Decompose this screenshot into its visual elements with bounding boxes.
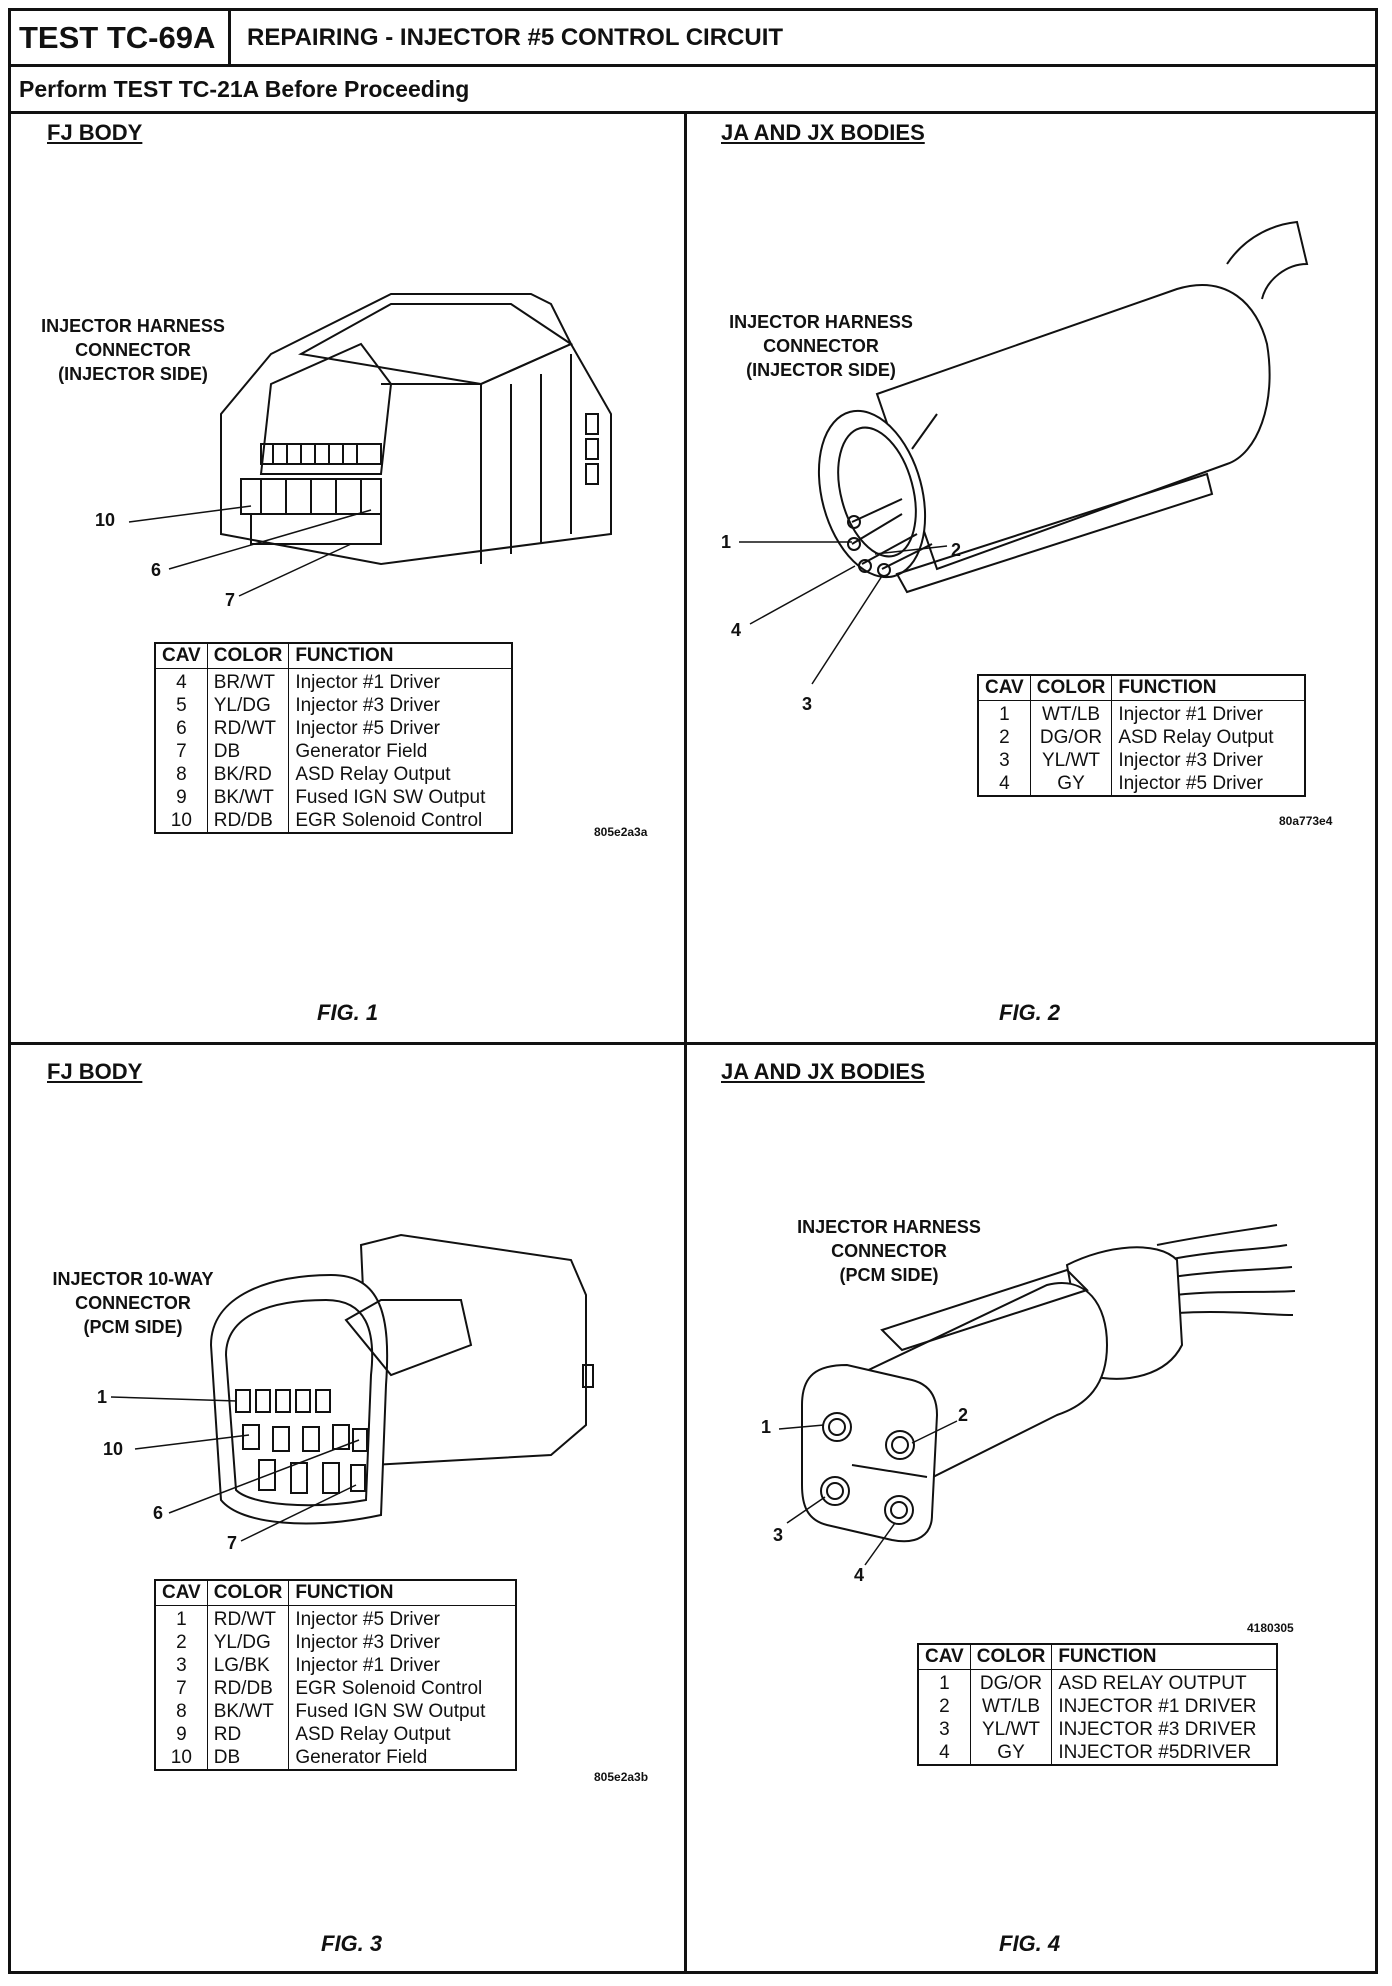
pin-label: 2: [958, 1405, 969, 1425]
connector-callout: INJECTOR HARNESS CONNECTOR (INJECTOR SID…: [729, 312, 913, 380]
pin-label: 10: [95, 510, 116, 530]
figure-code: 805e2a3b: [594, 1770, 649, 1784]
figure-code: 80a773e4: [1279, 814, 1333, 828]
panel-fig3: FJ BODY INJECTOR 10-WAY CONNECTOR (PCM S…: [11, 1045, 684, 1974]
pin-label: 7: [225, 590, 236, 610]
pin-label: 1: [721, 532, 732, 552]
connector-drawing: [778, 1224, 1296, 1566]
connector-drawing: [739, 220, 1309, 685]
pin-label: 3: [802, 694, 813, 714]
connector-drawing: [128, 293, 612, 597]
figure-code: 4180305: [1247, 1621, 1294, 1635]
figure-label: FIG. 3: [321, 1931, 383, 1956]
figure-label: FIG. 1: [317, 1000, 379, 1025]
pin-label: 1: [761, 1417, 772, 1437]
pin-label: 4: [731, 620, 742, 640]
test-title: REPAIRING - INJECTOR #5 CONTROL CIRCUIT: [247, 24, 784, 51]
pin-label: 6: [151, 560, 162, 580]
document-frame: TEST TC-69A REPAIRING - INJECTOR #5 CONT…: [8, 8, 1378, 1974]
pin-label: 7: [227, 1533, 238, 1553]
panel-fig1: FJ BODY INJECTOR HARNESS CONNECTOR (INJE…: [11, 114, 684, 1042]
figure-label: FIG. 2: [999, 1000, 1061, 1025]
connector-callout: INJECTOR HARNESS CONNECTOR (PCM SIDE): [797, 1217, 981, 1285]
prerequisite-note: Perform TEST TC-21A Before Proceeding: [11, 67, 1375, 114]
connector-drawing: [110, 1233, 594, 1542]
figure-label: FIG. 4: [999, 1931, 1061, 1956]
figure-code: 805e2a3a: [594, 825, 648, 839]
pin-label: 4: [854, 1565, 865, 1585]
header: TEST TC-69A REPAIRING - INJECTOR #5 CONT…: [11, 11, 1375, 67]
panel-title: FJ BODY: [47, 120, 143, 145]
pin-label: 1: [97, 1387, 108, 1407]
connector-callout: INJECTOR HARNESS CONNECTOR (INJECTOR SID…: [41, 316, 225, 384]
test-id: TEST TC-69A: [11, 11, 231, 64]
panel-fig4: JA AND JX BODIES INJECTOR HARNESS CONNEC…: [687, 1045, 1381, 1974]
pin-label: 3: [773, 1525, 784, 1545]
horizontal-divider: [11, 1042, 1375, 1045]
pin-label: 2: [951, 540, 962, 560]
pin-label: 6: [153, 1503, 164, 1523]
connector-callout: INJECTOR 10-WAY CONNECTOR (PCM SIDE): [52, 1269, 214, 1337]
panel-fig2: JA AND JX BODIES INJECTOR HARNESS CONNEC…: [687, 114, 1381, 1042]
panel-title: JA AND JX BODIES: [721, 1059, 925, 1084]
panel-title: FJ BODY: [47, 1059, 143, 1084]
panel-title: JA AND JX BODIES: [721, 120, 925, 145]
pin-label: 10: [103, 1439, 124, 1459]
